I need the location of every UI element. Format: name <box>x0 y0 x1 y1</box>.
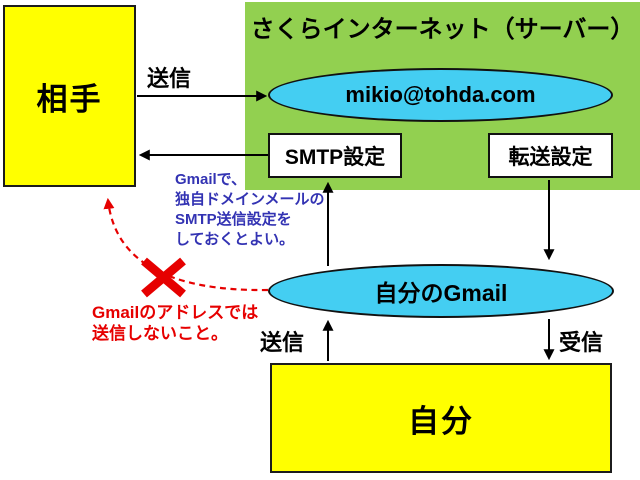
node-mikio-label: mikio@tohda.com <box>345 82 536 107</box>
label-send-bottom: 送信 <box>260 330 305 355</box>
x-mark-icon <box>141 257 186 298</box>
note-smtp-advice-line2: 独自ドメインメールの <box>175 191 325 208</box>
note-smtp-advice-line4: しておくとよい。 <box>175 231 295 248</box>
note-no-gmail-send-warning: Gmailのアドレスでは 送信しないこと。 <box>92 302 258 344</box>
label-send-top: 送信 <box>147 66 192 91</box>
node-aite-label: 相手 <box>36 81 103 117</box>
node-forward-label: 転送設定 <box>508 145 593 169</box>
note-smtp-advice-line3: SMTP送信設定を <box>175 211 292 228</box>
node-mikio-address: mikio@tohda.com <box>268 68 613 122</box>
node-jibun-label: 自分 <box>408 403 474 439</box>
node-smtp-settings: SMTP設定 <box>268 133 402 178</box>
node-my-gmail-label: 自分のGmail <box>374 280 508 306</box>
node-smtp-label: SMTP設定 <box>284 145 386 169</box>
label-receive: 受信 <box>559 330 604 355</box>
note-smtp-advice: Gmailで、 独自ドメインメールの SMTP送信設定を しておくとよい。 <box>175 170 325 250</box>
server-title: さくらインターネット（サーバー） <box>250 16 635 43</box>
node-forward-settings: 転送設定 <box>488 133 613 178</box>
node-aite: 相手 <box>3 5 136 187</box>
note-warning-line2: 送信しないこと。 <box>92 324 228 343</box>
node-jibun: 自分 <box>270 363 612 473</box>
note-warning-line1: Gmailのアドレスでは <box>92 303 259 322</box>
note-smtp-advice-line1: Gmailで、 <box>175 171 247 188</box>
node-my-gmail: 自分のGmail <box>268 264 614 318</box>
